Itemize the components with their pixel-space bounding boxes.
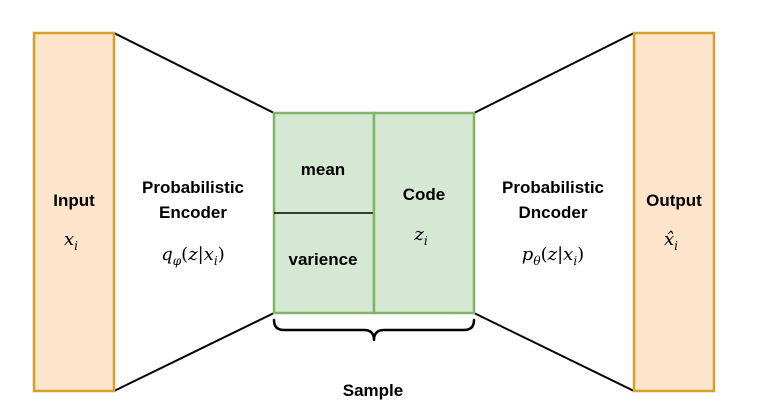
output-variable: x̂i: [664, 229, 678, 253]
decoder-distribution: pθ(z|xi): [522, 244, 584, 268]
sample-brace: [272, 318, 476, 342]
encoder-top-edge: [113, 32, 275, 114]
input-variable: xi: [64, 229, 78, 253]
encoder-bottom-edge: [113, 312, 275, 392]
variance-label: varience: [289, 250, 358, 269]
encoder-label-line1: Probabilistic: [142, 178, 244, 197]
mean-label: mean: [301, 160, 345, 179]
input-label: Input: [53, 191, 95, 210]
decoder-top-edge: [473, 32, 635, 114]
decoder-label-line1: Probabilistic: [502, 178, 604, 197]
input-box: [32, 31, 116, 393]
decoder-bottom-edge: [473, 312, 635, 392]
output-label: Output: [646, 191, 702, 210]
output-box: [632, 31, 716, 393]
sample-label: Sample: [343, 381, 403, 400]
encoder-label-line2: Encoder: [159, 203, 227, 222]
code-label: Code: [403, 185, 446, 204]
decoder-label-line2: Dncoder: [519, 203, 588, 222]
code-variable: zi: [413, 224, 427, 248]
code-box: [372, 111, 476, 315]
encoder-distribution: qφ(z|xi): [161, 244, 225, 268]
